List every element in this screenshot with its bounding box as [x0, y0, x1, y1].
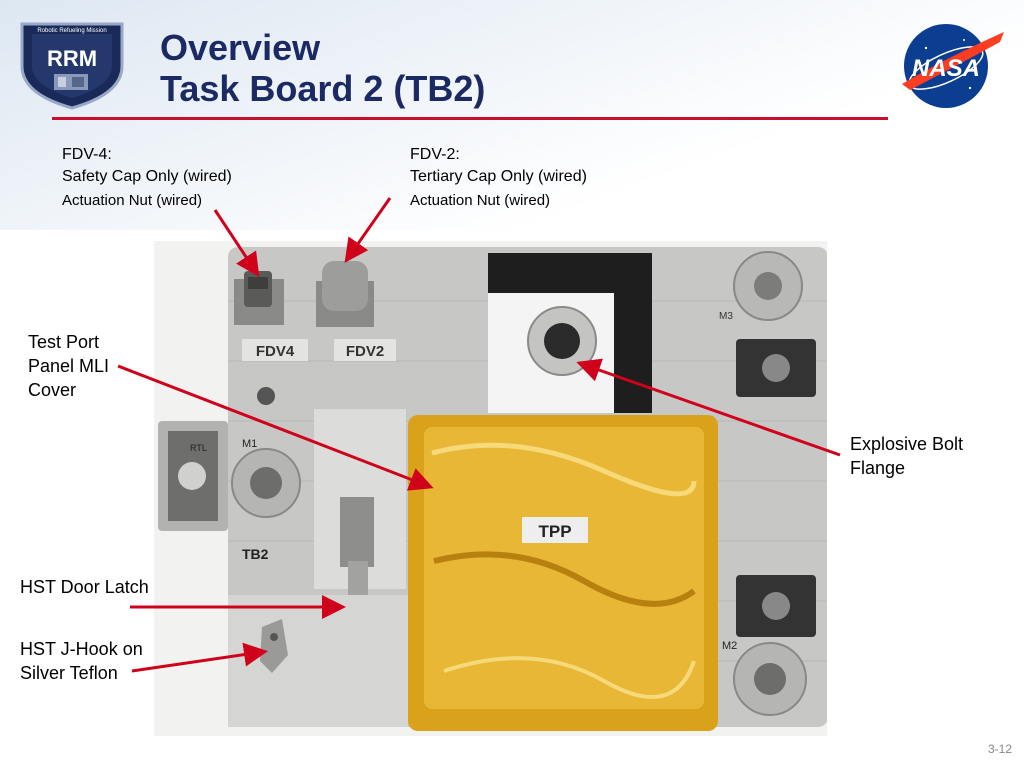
callout-explosive-bolt-line2: Flange	[850, 458, 906, 478]
callout-fdv4-line1: FDV-4:	[62, 146, 112, 163]
rrm-logo-text: RRM	[47, 46, 97, 71]
callout-door-latch-line1: HST Door Latch	[20, 577, 149, 597]
callout-fdv2-line3: Actuation Nut (wired)	[410, 192, 551, 209]
title-line-1: Overview	[160, 27, 321, 68]
board-label-tpp: TPP	[538, 522, 571, 541]
callout-jhook: HST J-Hook on Silver Teflon	[20, 637, 143, 685]
rrm-ring-text: Robotic Refueling Mission	[37, 28, 106, 34]
callout-fdv2: FDV-2: Tertiary Cap Only (wired) Actuati…	[410, 144, 587, 212]
page-number: 3-12	[987, 742, 1012, 756]
task-board-photo: FDV4 FDV2 M3 RTL M1 TB2	[154, 241, 827, 736]
callout-fdv4-line2: Safety Cap Only (wired)	[62, 168, 232, 185]
nasa-logo-text: NASA	[912, 55, 980, 82]
callout-test-port-line2: Panel MLI	[28, 356, 110, 376]
board-screw	[257, 387, 275, 405]
callout-test-port-line3: Cover	[28, 380, 77, 400]
board-label-fdv2: FDV2	[346, 343, 384, 360]
title-line-2: Task Board 2 (TB2)	[160, 67, 486, 109]
callout-explosive-bolt: Explosive Bolt Flange	[850, 432, 963, 480]
arrow-test-port	[117, 364, 434, 491]
callout-fdv2-line2: Tertiary Cap Only (wired)	[410, 168, 587, 185]
board-label-m1: M1	[242, 438, 257, 450]
title-underline	[52, 117, 888, 120]
callout-explosive-bolt-line1: Explosive Bolt	[850, 434, 964, 454]
nasa-logo: NASA	[902, 24, 1004, 108]
header-background	[0, 0, 1024, 230]
callout-test-port: Test Port Panel MLI Cover	[28, 330, 109, 402]
arrow-jhook	[131, 642, 268, 673]
callout-fdv4: FDV-4: Safety Cap Only (wired) Actuation…	[62, 144, 232, 212]
callout-fdv4-line3: Actuation Nut (wired)	[62, 192, 203, 209]
m2-fixture	[733, 642, 807, 716]
test-port-mli-cover	[408, 415, 718, 731]
callout-test-port-line1: Test Port	[28, 332, 100, 352]
callout-fdv2-line1: FDV-2:	[410, 146, 460, 163]
arrow-explosive-bolt	[576, 358, 841, 457]
m1-fixture	[231, 448, 301, 518]
m3-fixture	[733, 251, 803, 321]
board-label-m2: M2	[722, 640, 737, 652]
callout-jhook-line1: HST J-Hook on	[20, 639, 143, 659]
board-label-fdv4: FDV4	[256, 343, 295, 360]
arrow-fdv4	[213, 209, 260, 278]
board-label-m3: M3	[719, 311, 733, 322]
board-label-rtl: RTL	[190, 443, 207, 453]
rrm-logo: Robotic Refueling Mission RRM	[20, 22, 124, 110]
fdv2-valve	[316, 261, 374, 327]
arrow-fdv2	[344, 197, 392, 263]
board-label-tb2: TB2	[242, 546, 269, 562]
explosive-bolt-flange	[527, 306, 597, 376]
fdv4-valve	[234, 271, 284, 325]
callout-jhook-line2: Silver Teflon	[20, 663, 118, 683]
page-title: Overview Task Board 2 (TB2)	[160, 27, 486, 109]
rtl-fixture	[158, 421, 228, 531]
callout-door-latch: HST Door Latch	[20, 575, 149, 599]
